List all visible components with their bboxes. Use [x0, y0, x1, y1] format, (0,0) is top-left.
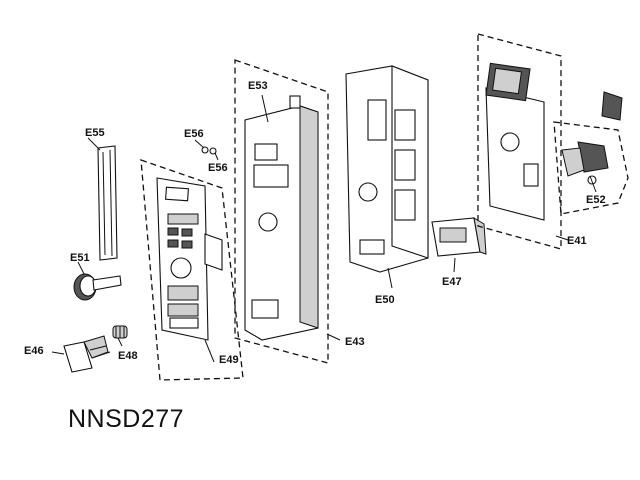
- label-e52: E52: [586, 194, 606, 206]
- label-e50: E50: [375, 294, 395, 306]
- part-e50-chassis: [345, 65, 429, 289]
- label-e48: E48: [118, 350, 138, 362]
- part-e41-pcb: [477, 33, 569, 250]
- label-e53: E53: [248, 80, 268, 92]
- label-e56-lower: E56: [208, 162, 228, 174]
- label-e41: E41: [567, 235, 587, 247]
- model-name: NNSD277: [68, 405, 185, 433]
- part-e46-button: [51, 335, 111, 373]
- label-e49: E49: [219, 354, 239, 366]
- part-e52-switch: [553, 91, 629, 215]
- part-e48-spring: [112, 325, 128, 347]
- label-e51: E51: [70, 252, 90, 264]
- label-e56-upper: E56: [184, 128, 204, 140]
- label-e47: E47: [442, 276, 462, 288]
- label-e46: E46: [24, 345, 44, 357]
- label-e43: E43: [345, 336, 365, 348]
- part-e56-screws: [194, 139, 219, 161]
- part-e55-strip: [87, 137, 118, 261]
- part-e51-knob: [73, 261, 122, 301]
- label-e55: E55: [85, 127, 105, 139]
- part-e49-control-panel: [140, 159, 244, 381]
- part-e47-module: [431, 217, 487, 273]
- part-e43-frame: [234, 59, 341, 364]
